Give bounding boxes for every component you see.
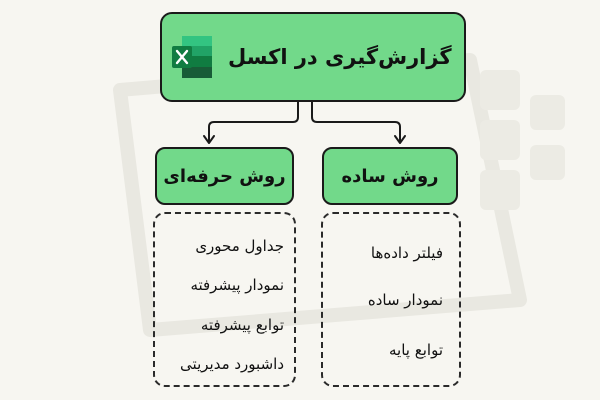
method-simple-box: روش ساده: [322, 147, 458, 205]
diagram-title: گزارش‌گیری در اکسل: [228, 45, 452, 69]
excel-icon: [172, 36, 212, 78]
method-pro-label: روش حرفه‌ای: [163, 165, 286, 187]
arrow-to-simple: [311, 101, 401, 143]
list-item: نمودار پیشرفته: [190, 276, 284, 294]
list-item: جداول محوری: [195, 237, 284, 255]
method-simple-label: روش ساده: [341, 165, 439, 187]
title-box: گزارش‌گیری در اکسل: [160, 12, 466, 102]
list-item: فیلتر داده‌ها: [370, 244, 443, 262]
arrow-to-simple-head: [394, 135, 406, 144]
method-pro-box: روش حرفه‌ای: [155, 147, 294, 205]
method-simple-list: فیلتر داده‌ها نمودار ساده توابع پایه: [321, 212, 461, 387]
list-item: توابع پیشرفته: [200, 316, 284, 334]
list-item: نمودار ساده: [367, 291, 443, 309]
list-item: داشبورد مدیریتی: [180, 355, 284, 373]
arrow-to-pro-head: [203, 135, 215, 144]
arrow-to-pro: [208, 101, 299, 143]
list-item: توابع پایه: [389, 341, 443, 359]
method-pro-list: جداول محوری نمودار پیشرفته توابع پیشرفته…: [153, 212, 296, 387]
